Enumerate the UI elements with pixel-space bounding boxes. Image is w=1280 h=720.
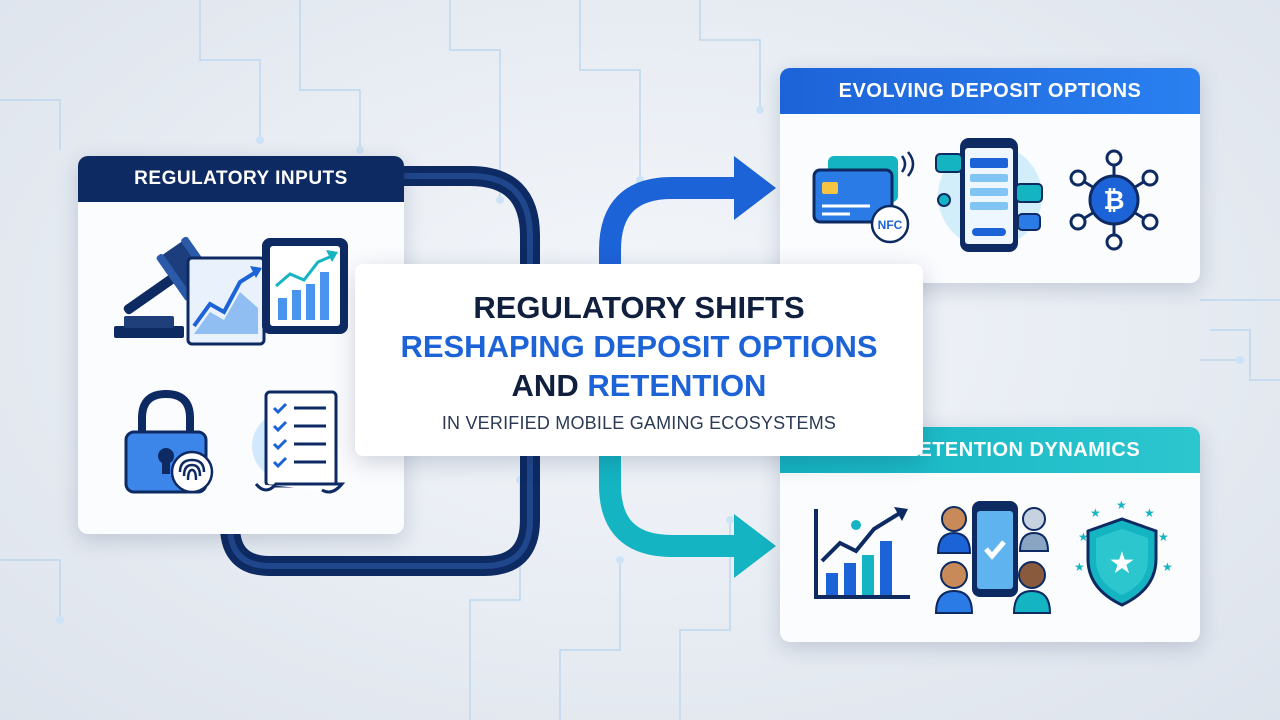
bitcoin-network-icon: ₿: [1069, 149, 1159, 251]
svg-text:★: ★: [1074, 560, 1085, 574]
title-line-2: RESHAPING DEPOSIT OPTIONS: [400, 329, 878, 364]
nfc-card-icon: NFC: [812, 151, 915, 244]
svg-text:★: ★: [1144, 506, 1155, 520]
nfc-label: NFC: [878, 218, 903, 232]
subtitle: IN VERIFIED MOBILE GAMING ECOSYSTEMS: [441, 413, 837, 433]
svg-text:★: ★: [1078, 530, 1089, 544]
user-retention-dynamics-card: USER RETENTION DYNAMICS ★ ★ ★ ★: [780, 427, 1200, 642]
title-line-3-accent: RETENTION: [587, 368, 767, 403]
evolving-deposit-options-card: EVOLVING DEPOSIT OPTIONS NFC: [780, 68, 1200, 283]
regulatory-inputs-card: REGULATORY INPUTS: [78, 156, 404, 534]
growth-chart-icon: [186, 256, 266, 346]
tablet-chart-icon: [262, 238, 348, 334]
center-title-panel: REGULATORY SHIFTS RESHAPING DEPOSIT OPTI…: [355, 264, 923, 456]
svg-text:★: ★: [1090, 506, 1101, 520]
svg-text:★: ★: [1109, 546, 1136, 581]
padlock-fingerprint-icon: [124, 389, 214, 494]
shield-star-icon: ★ ★ ★ ★ ★ ★ ★ ★: [1074, 501, 1173, 607]
svg-text:★: ★: [1158, 530, 1169, 544]
checklist-document-icon: [252, 390, 346, 494]
svg-text:★: ★: [1162, 560, 1173, 574]
mobile-wallet-icon: [935, 138, 1043, 252]
growth-bar-chart-icon: [814, 507, 910, 599]
evolving-deposit-options-title: EVOLVING DEPOSIT OPTIONS: [780, 68, 1200, 114]
svg-text:₿: ₿: [1103, 186, 1124, 216]
title-line-3-prefix: AND: [511, 368, 588, 403]
regulatory-inputs-title: REGULATORY INPUTS: [78, 156, 404, 202]
svg-text:★: ★: [1116, 501, 1127, 512]
title-line-1: REGULATORY SHIFTS: [473, 290, 805, 325]
title-line-3: AND RETENTION: [355, 370, 923, 401]
community-users-icon: [934, 501, 1052, 614]
